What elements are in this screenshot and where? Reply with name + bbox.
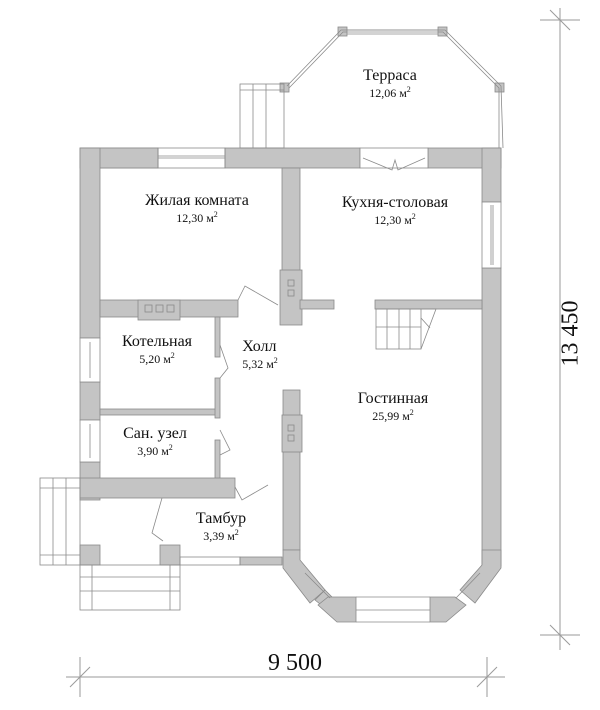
room-area: 12,06 м2 xyxy=(369,85,411,100)
room-area: 12,30 м2 xyxy=(176,210,218,225)
room-name: Котельная xyxy=(121,333,193,350)
room-boiler-room: Котельная 5,20 м2 xyxy=(122,333,192,367)
room-name: Гостинная xyxy=(357,390,429,407)
walls xyxy=(79,26,505,623)
room-terrace: Терраса 12,06 м2 xyxy=(363,67,417,101)
room-name: Жилая комната xyxy=(145,192,249,209)
height-dimension: 13 450 xyxy=(557,300,584,367)
room-living-room: Жилая комната 12,30 м2 xyxy=(145,192,249,226)
room-lounge: Гостинная 25,99 м2 xyxy=(358,390,428,424)
room-hall: Холл 5,32 м2 xyxy=(242,338,278,372)
room-name: Холл xyxy=(242,338,277,355)
room-area: 5,32 м2 xyxy=(242,356,278,371)
windows-and-outlines xyxy=(39,29,504,623)
room-vestibule: Тамбур 3,39 м2 xyxy=(196,510,246,544)
room-area: 12,30 м2 xyxy=(374,212,416,227)
room-area: 3,90 м2 xyxy=(137,443,173,458)
width-dimension: 9 500 xyxy=(268,650,322,676)
room-name: Кухня-столовая xyxy=(341,194,449,211)
room-bathroom: Сан. узел 3,90 м2 xyxy=(123,425,187,459)
room-area: 3,39 м2 xyxy=(203,528,239,543)
room-name: Тамбур xyxy=(195,510,247,527)
dimension-lines xyxy=(66,8,580,697)
room-name: Терраса xyxy=(363,67,417,84)
room-kitchen-dining: Кухня-столовая 12,30 м2 xyxy=(342,194,448,228)
room-area: 5,20 м2 xyxy=(139,351,175,366)
room-area: 25,99 м2 xyxy=(372,408,414,423)
room-name: Сан. узел xyxy=(123,425,187,442)
